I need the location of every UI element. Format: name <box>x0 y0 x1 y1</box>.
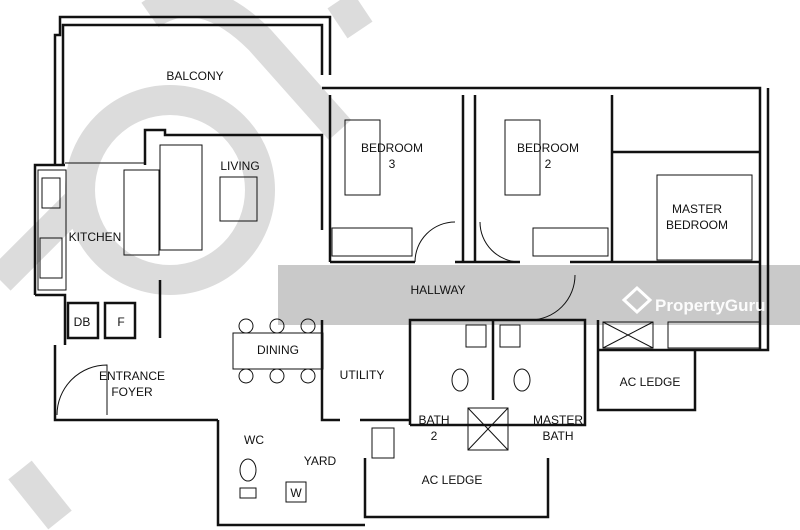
label-entrance-line2: FOYER <box>111 385 153 399</box>
label-bath2-line2: 2 <box>431 429 438 443</box>
watermark-brand: PropertyGuru <box>655 296 766 315</box>
label-yard: YARD <box>304 454 337 468</box>
label-wc: WC <box>244 433 264 447</box>
label-bedroom2-line2: 2 <box>545 157 552 171</box>
propertyguru-logo: PropertyGuru <box>621 285 766 315</box>
label-balcony: BALCONY <box>166 69 223 83</box>
label-db: DB <box>74 315 91 329</box>
label-ac-ledge-right: AC LEDGE <box>620 375 681 389</box>
background-watermark <box>0 0 373 530</box>
furniture <box>39 119 761 499</box>
label-bedroom2-line1: BEDROOM <box>517 141 579 155</box>
label-hallway: HALLWAY <box>410 283 465 297</box>
label-master-bath-line1: MASTER <box>533 413 583 427</box>
label-kitchen: KITCHEN <box>69 230 122 244</box>
label-bedroom3-line1: BEDROOM <box>361 141 423 155</box>
label-utility: UTILITY <box>340 368 385 382</box>
label-bath2-line1: BATH <box>418 413 449 427</box>
label-entrance-line1: ENTRANCE <box>99 369 165 383</box>
hallway-band <box>278 265 800 325</box>
label-dining: DINING <box>257 343 299 357</box>
room-labels: BALCONY LIVING KITCHEN BEDROOM 3 BEDROOM… <box>69 69 728 503</box>
walls <box>33 15 770 527</box>
label-bedroom3-line2: 3 <box>389 157 396 171</box>
label-master-bath-line2: BATH <box>542 429 573 443</box>
label-master-bedroom-line2: BEDROOM <box>666 218 728 232</box>
label-ac-ledge-bottom: AC LEDGE <box>422 473 483 487</box>
label-fridge: F <box>117 315 124 329</box>
label-master-bedroom-line1: MASTER <box>672 202 722 216</box>
label-washer: W <box>290 486 302 500</box>
label-living: LIVING <box>220 159 259 173</box>
